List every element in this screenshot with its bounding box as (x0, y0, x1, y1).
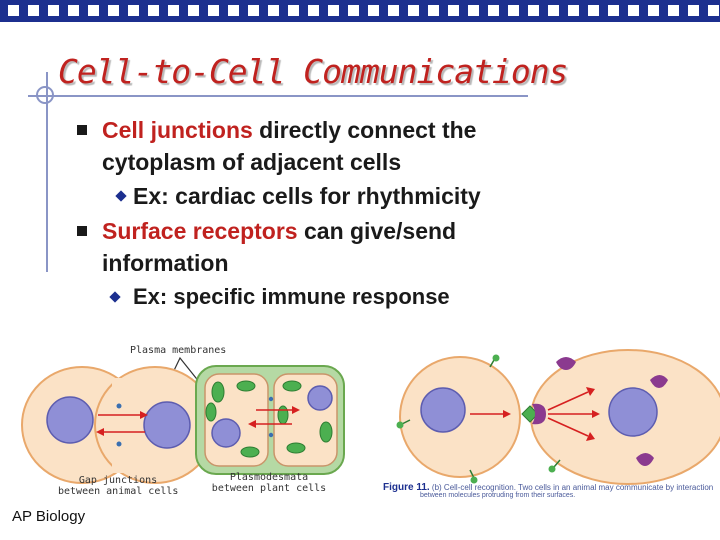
frame-crosshair-circle (36, 86, 54, 104)
bullet-2-highlight: Surface receptors (102, 218, 298, 244)
top-bar-square (688, 5, 699, 16)
top-bar-square (48, 5, 59, 16)
bullet-1-rest: directly connect the (252, 117, 477, 143)
top-bar-square (348, 5, 359, 16)
sub-bullet-2: Ex: specific immune response (133, 284, 450, 309)
figure-caption: Figure 11. (b) Cell-cell recognition. Tw… (383, 482, 713, 493)
top-bar-square (628, 5, 639, 16)
plasmodesmata-label-line-1: Plasmodesmata (229, 472, 309, 483)
title-underline-rule (28, 95, 528, 97)
receptor-icon (556, 357, 576, 370)
cell-recognition-cells (396, 349, 720, 485)
bullet-1-highlight: Cell junctions (102, 117, 253, 143)
receptor-icon (650, 375, 668, 388)
plasma-membranes-label: Plasma membranes (130, 345, 227, 356)
plasmodesmata-label: Plasmodesmata between plant cells (210, 472, 328, 494)
bullet-1-line-2: cytoplasm of adjacent cells (102, 149, 402, 175)
top-bar-square (368, 5, 379, 16)
bullet-2-rest: can give/send (297, 218, 457, 244)
top-bar-square (28, 5, 39, 16)
nucleus-icon (420, 387, 466, 433)
receptor-icon (636, 453, 654, 466)
top-bar-square (708, 5, 719, 16)
square-bullet-icon (77, 125, 87, 135)
top-bar-square (508, 5, 519, 16)
top-bar-square (448, 5, 459, 16)
nucleus-icon (211, 418, 241, 448)
top-bar-square (328, 5, 339, 16)
footer-label: AP Biology (12, 508, 86, 525)
top-bar-square (248, 5, 259, 16)
top-bar-square (608, 5, 619, 16)
top-bar-square (548, 5, 559, 16)
figure-number: Figure 11. (383, 482, 430, 493)
slide-title: Cell-to-Cell Communications (58, 52, 568, 91)
top-decorative-bar (0, 0, 720, 22)
bullet-2-line-2: information (102, 250, 229, 276)
top-bar-square (428, 5, 439, 16)
figure-caption-note: between molecules protruding from their … (420, 492, 576, 499)
top-bar-square (488, 5, 499, 16)
top-bar-square (88, 5, 99, 16)
top-bar-square (68, 5, 79, 16)
top-bar-square (668, 5, 679, 16)
top-bar-square (208, 5, 219, 16)
nucleus-icon (307, 385, 333, 411)
top-bar-square (408, 5, 419, 16)
top-bar-square (648, 5, 659, 16)
top-bar-square (528, 5, 539, 16)
top-bar-square (268, 5, 279, 16)
top-bar-square (128, 5, 139, 16)
bullet-1-line-1: Cell junctions directly connect the (102, 117, 476, 144)
nucleus-icon (608, 387, 658, 437)
top-bar-square (148, 5, 159, 16)
plasmodesmata-label-line-2: between plant cells (211, 483, 327, 494)
top-bar-square (168, 5, 179, 16)
top-bar-square (228, 5, 239, 16)
top-bar-square (588, 5, 599, 16)
top-bar-square (308, 5, 319, 16)
bullet-2-line-1: Surface receptors can give/send (102, 218, 456, 245)
figure-caption-text: Two cells in an animal may communicate b… (518, 483, 714, 492)
gap-junction-cells (21, 366, 216, 484)
top-bar-square (8, 5, 19, 16)
left-vertical-rule (46, 72, 48, 272)
top-bar-square (188, 5, 199, 16)
figure-caption-part: (b) Cell-cell recognition. (431, 483, 516, 492)
gap-junctions-label-line-2: between animal cells (58, 486, 179, 497)
gap-junctions-label: Gap junctions between animal cells (58, 475, 178, 497)
sub-bullet-1: Ex: cardiac cells for rhythmicity (133, 183, 481, 209)
nucleus-icon (46, 396, 94, 444)
nucleus-icon (143, 401, 191, 449)
top-bar-square (108, 5, 119, 16)
top-bar-square (568, 5, 579, 16)
square-bullet-icon (77, 226, 87, 236)
top-bar-square (388, 5, 399, 16)
gap-junctions-label-line-1: Gap junctions (78, 475, 158, 486)
top-bar-square (468, 5, 479, 16)
top-bar-square (288, 5, 299, 16)
plasmodesmata-cells (195, 365, 345, 475)
